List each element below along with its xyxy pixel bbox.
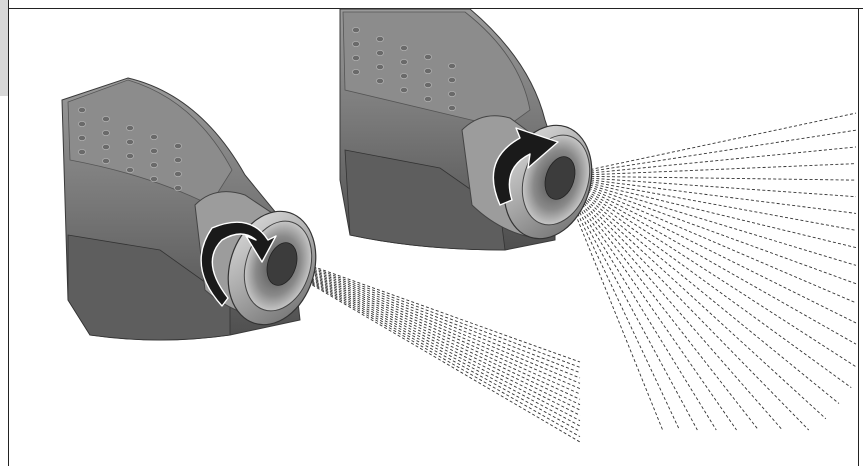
spray-line: [286, 263, 581, 400]
grip-dot: [126, 139, 134, 145]
grip-dot: [78, 135, 86, 141]
grip-dot: [448, 63, 456, 69]
spray-line: [559, 175, 857, 345]
grip-dot: [174, 157, 182, 163]
grip-dot: [102, 144, 110, 150]
spray-line: [559, 175, 857, 231]
spray-line: [559, 175, 827, 420]
spray-line: [283, 255, 581, 363]
grip-dot: [424, 54, 432, 60]
spray-line: [288, 267, 581, 422]
spray-line: [559, 175, 857, 285]
device-narrow-beam: [61, 77, 581, 443]
spray-line: [559, 175, 857, 324]
spray-line: [287, 266, 581, 416]
grip-dot: [150, 162, 158, 168]
spray-line: [559, 175, 810, 431]
spray-line: [288, 268, 581, 427]
grip-dot: [376, 50, 384, 56]
device-wide-beam: [339, 8, 857, 431]
grip-dot: [352, 55, 360, 61]
spray-line: [559, 175, 852, 388]
spray-line: [286, 261, 581, 395]
spray-line: [559, 163, 857, 177]
grip-dot: [424, 96, 432, 102]
grip-dot: [376, 64, 384, 70]
grip-dot: [400, 73, 408, 79]
grip-dot: [400, 87, 408, 93]
grip-dot: [400, 59, 408, 65]
grip-dot: [174, 185, 182, 191]
grip-dot: [102, 116, 110, 122]
spray-line: [285, 260, 581, 390]
spray-line: [559, 175, 857, 266]
grip-dot: [352, 41, 360, 47]
spray-line: [559, 175, 664, 431]
grip-dot: [400, 45, 408, 51]
spray-line: [559, 112, 857, 177]
spray-wide: [559, 112, 857, 431]
grip-dot: [376, 36, 384, 42]
grip-dot: [448, 105, 456, 111]
grip-dot: [174, 143, 182, 149]
spray-line: [284, 257, 581, 374]
grip-dot: [78, 121, 86, 127]
spray-line: [559, 146, 857, 177]
grip-dot: [150, 176, 158, 182]
grip-dot: [150, 134, 158, 140]
grip-dot: [424, 82, 432, 88]
grip-dot: [126, 153, 134, 159]
spray-line: [559, 129, 857, 177]
spray-line: [559, 175, 857, 214]
spray-narrow: [283, 255, 581, 443]
grip-dot: [78, 107, 86, 113]
grip-dot: [424, 68, 432, 74]
grip-dot: [102, 130, 110, 136]
spray-line: [287, 264, 581, 406]
spray-line: [288, 269, 581, 432]
spray-line: [559, 175, 840, 404]
spray-line: [289, 271, 581, 443]
grip-dot: [126, 125, 134, 131]
rotate-clockwise-arrow-icon: [200, 221, 277, 307]
spray-line: [559, 175, 698, 431]
spray-line: [559, 175, 783, 431]
spray-line: [559, 175, 857, 304]
rotate-counterclockwise-arrow-icon: [492, 127, 559, 206]
grip-dot: [174, 171, 182, 177]
grip-dot: [352, 27, 360, 33]
grip-dot: [352, 69, 360, 75]
spray-line: [285, 258, 581, 379]
spray-line: [559, 175, 857, 368]
grip-dot: [126, 167, 134, 173]
spray-line: [559, 175, 737, 431]
grip-dot: [448, 91, 456, 97]
spray-line: [559, 175, 759, 431]
spray-line: [284, 256, 581, 368]
grip-dot: [78, 149, 86, 155]
spray-line: [559, 175, 857, 198]
grip-dot: [102, 158, 110, 164]
spray-line: [285, 259, 581, 384]
grip-dot: [448, 77, 456, 83]
spray-line: [559, 175, 717, 431]
spray-line: [289, 270, 581, 438]
grip-dot: [376, 78, 384, 84]
spray-line: [559, 175, 857, 181]
grip-dot: [150, 148, 158, 154]
spray-line: [559, 175, 857, 249]
spray-line: [287, 265, 581, 411]
